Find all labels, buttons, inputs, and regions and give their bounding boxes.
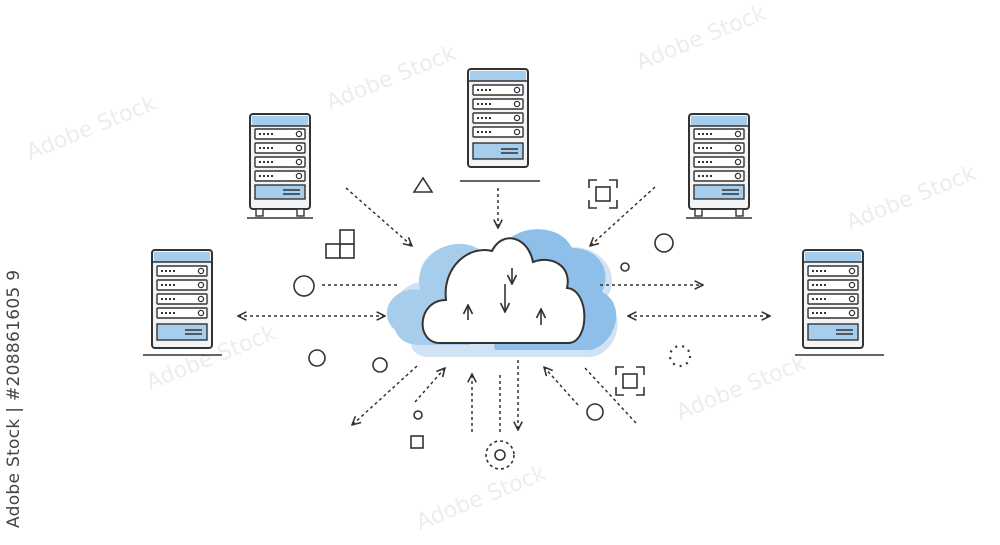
watermark-text: Adobe Stock <box>633 1 770 76</box>
watermark-text: Adobe Stock <box>673 351 810 426</box>
server-icon <box>143 249 222 356</box>
focus-square-icon <box>588 179 618 209</box>
dotted-circle-icon <box>668 344 692 368</box>
circle-icon <box>308 349 326 367</box>
stock-id-watermark: Adobe Stock | #208861605 9 <box>4 269 24 528</box>
server-icon <box>795 249 884 356</box>
server-icon <box>460 68 540 182</box>
target-icon <box>485 440 515 470</box>
focus-square-icon <box>615 366 645 396</box>
cloud-arrows <box>468 268 541 325</box>
blocks-icon <box>325 229 355 259</box>
watermark-text: Adobe Stock <box>323 41 460 116</box>
circle-icon <box>413 410 423 420</box>
circle-icon <box>586 403 604 421</box>
server-icon <box>685 113 753 219</box>
square-icon <box>410 435 424 449</box>
watermark-text: Adobe Stock <box>413 461 550 536</box>
server-icon <box>246 113 314 219</box>
triangle-icon <box>412 176 434 193</box>
connection-lines <box>238 186 770 432</box>
circle-icon <box>620 262 630 272</box>
circle-icon <box>654 233 674 253</box>
watermark-text: Adobe Stock <box>23 91 160 166</box>
circle-icon <box>293 275 315 297</box>
circle-icon <box>372 357 388 373</box>
decor-shapes <box>293 176 692 470</box>
cloud-icon <box>386 229 618 358</box>
watermark-text: Adobe Stock <box>843 161 980 236</box>
